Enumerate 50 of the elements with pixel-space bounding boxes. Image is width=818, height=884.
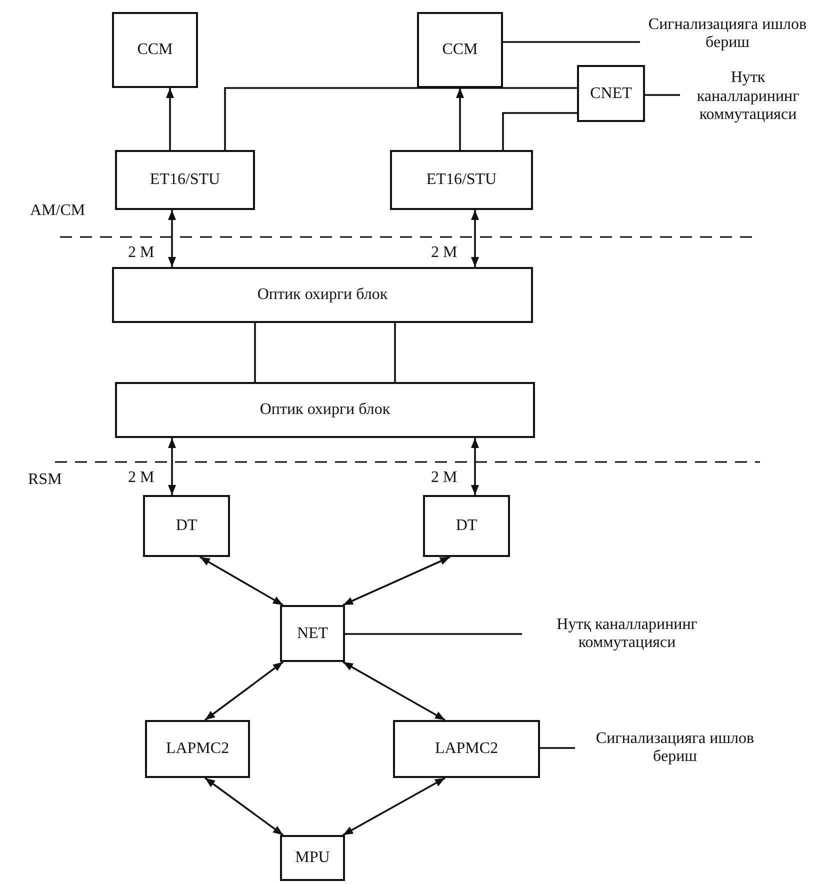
block-box: [280, 605, 345, 662]
arrow: [471, 438, 479, 495]
arrow: [204, 661, 284, 721]
block-box: [390, 150, 533, 210]
block-label: CCM: [137, 41, 173, 59]
block-label: LAPMC2: [434, 740, 498, 758]
connector-line: [254, 323, 256, 382]
block-label: MPU: [295, 849, 330, 867]
block-box: [280, 835, 345, 881]
block-box: [417, 12, 503, 88]
arrow: [342, 661, 446, 721]
block-label: CNET: [590, 84, 632, 102]
arrow: [456, 88, 464, 150]
block-label: Оптик охирги блок: [257, 286, 388, 304]
block-box: [145, 720, 250, 778]
arrow: [204, 777, 284, 836]
block-label: ET16/STU: [426, 171, 497, 189]
block-label: ET16/STU: [150, 171, 220, 189]
connector-line: [394, 323, 396, 382]
block-label: NET: [296, 624, 328, 642]
block-box: [393, 720, 540, 778]
block-label: Оптик охирги блок: [260, 401, 390, 419]
block-box: [143, 495, 230, 557]
block-box: [115, 382, 535, 438]
block-box: [112, 12, 198, 88]
leader-line: [645, 94, 680, 96]
arrow: [168, 438, 176, 495]
leader-line: [345, 633, 522, 635]
arrow: [200, 556, 284, 606]
annotation-text: Сигнализацияга ишлов бериш: [640, 12, 815, 56]
annotation-text: Сигнализацияга ишлов бериш: [575, 726, 775, 770]
block-label: LAPMC2: [166, 740, 230, 758]
block-box: [577, 65, 645, 122]
arrow: [342, 556, 450, 606]
arrow: [342, 777, 446, 836]
block-label: CCM: [442, 41, 478, 59]
leader-line: [540, 747, 575, 749]
annotation-text: Нутк каналларининг коммутацияси: [680, 66, 816, 128]
arrow: [471, 210, 479, 267]
block-label: DT: [456, 517, 478, 535]
leader-line: [503, 41, 640, 43]
arrow: [166, 88, 174, 150]
block-box: [115, 150, 255, 210]
block-label: DT: [176, 517, 198, 535]
block-box: [423, 495, 510, 557]
connector-line: [502, 112, 577, 150]
connector-line: [224, 87, 577, 150]
arrow: [168, 210, 176, 267]
annotation-text: Нутқ каналларининг коммутацияси: [522, 612, 732, 656]
block-box: [112, 267, 533, 323]
